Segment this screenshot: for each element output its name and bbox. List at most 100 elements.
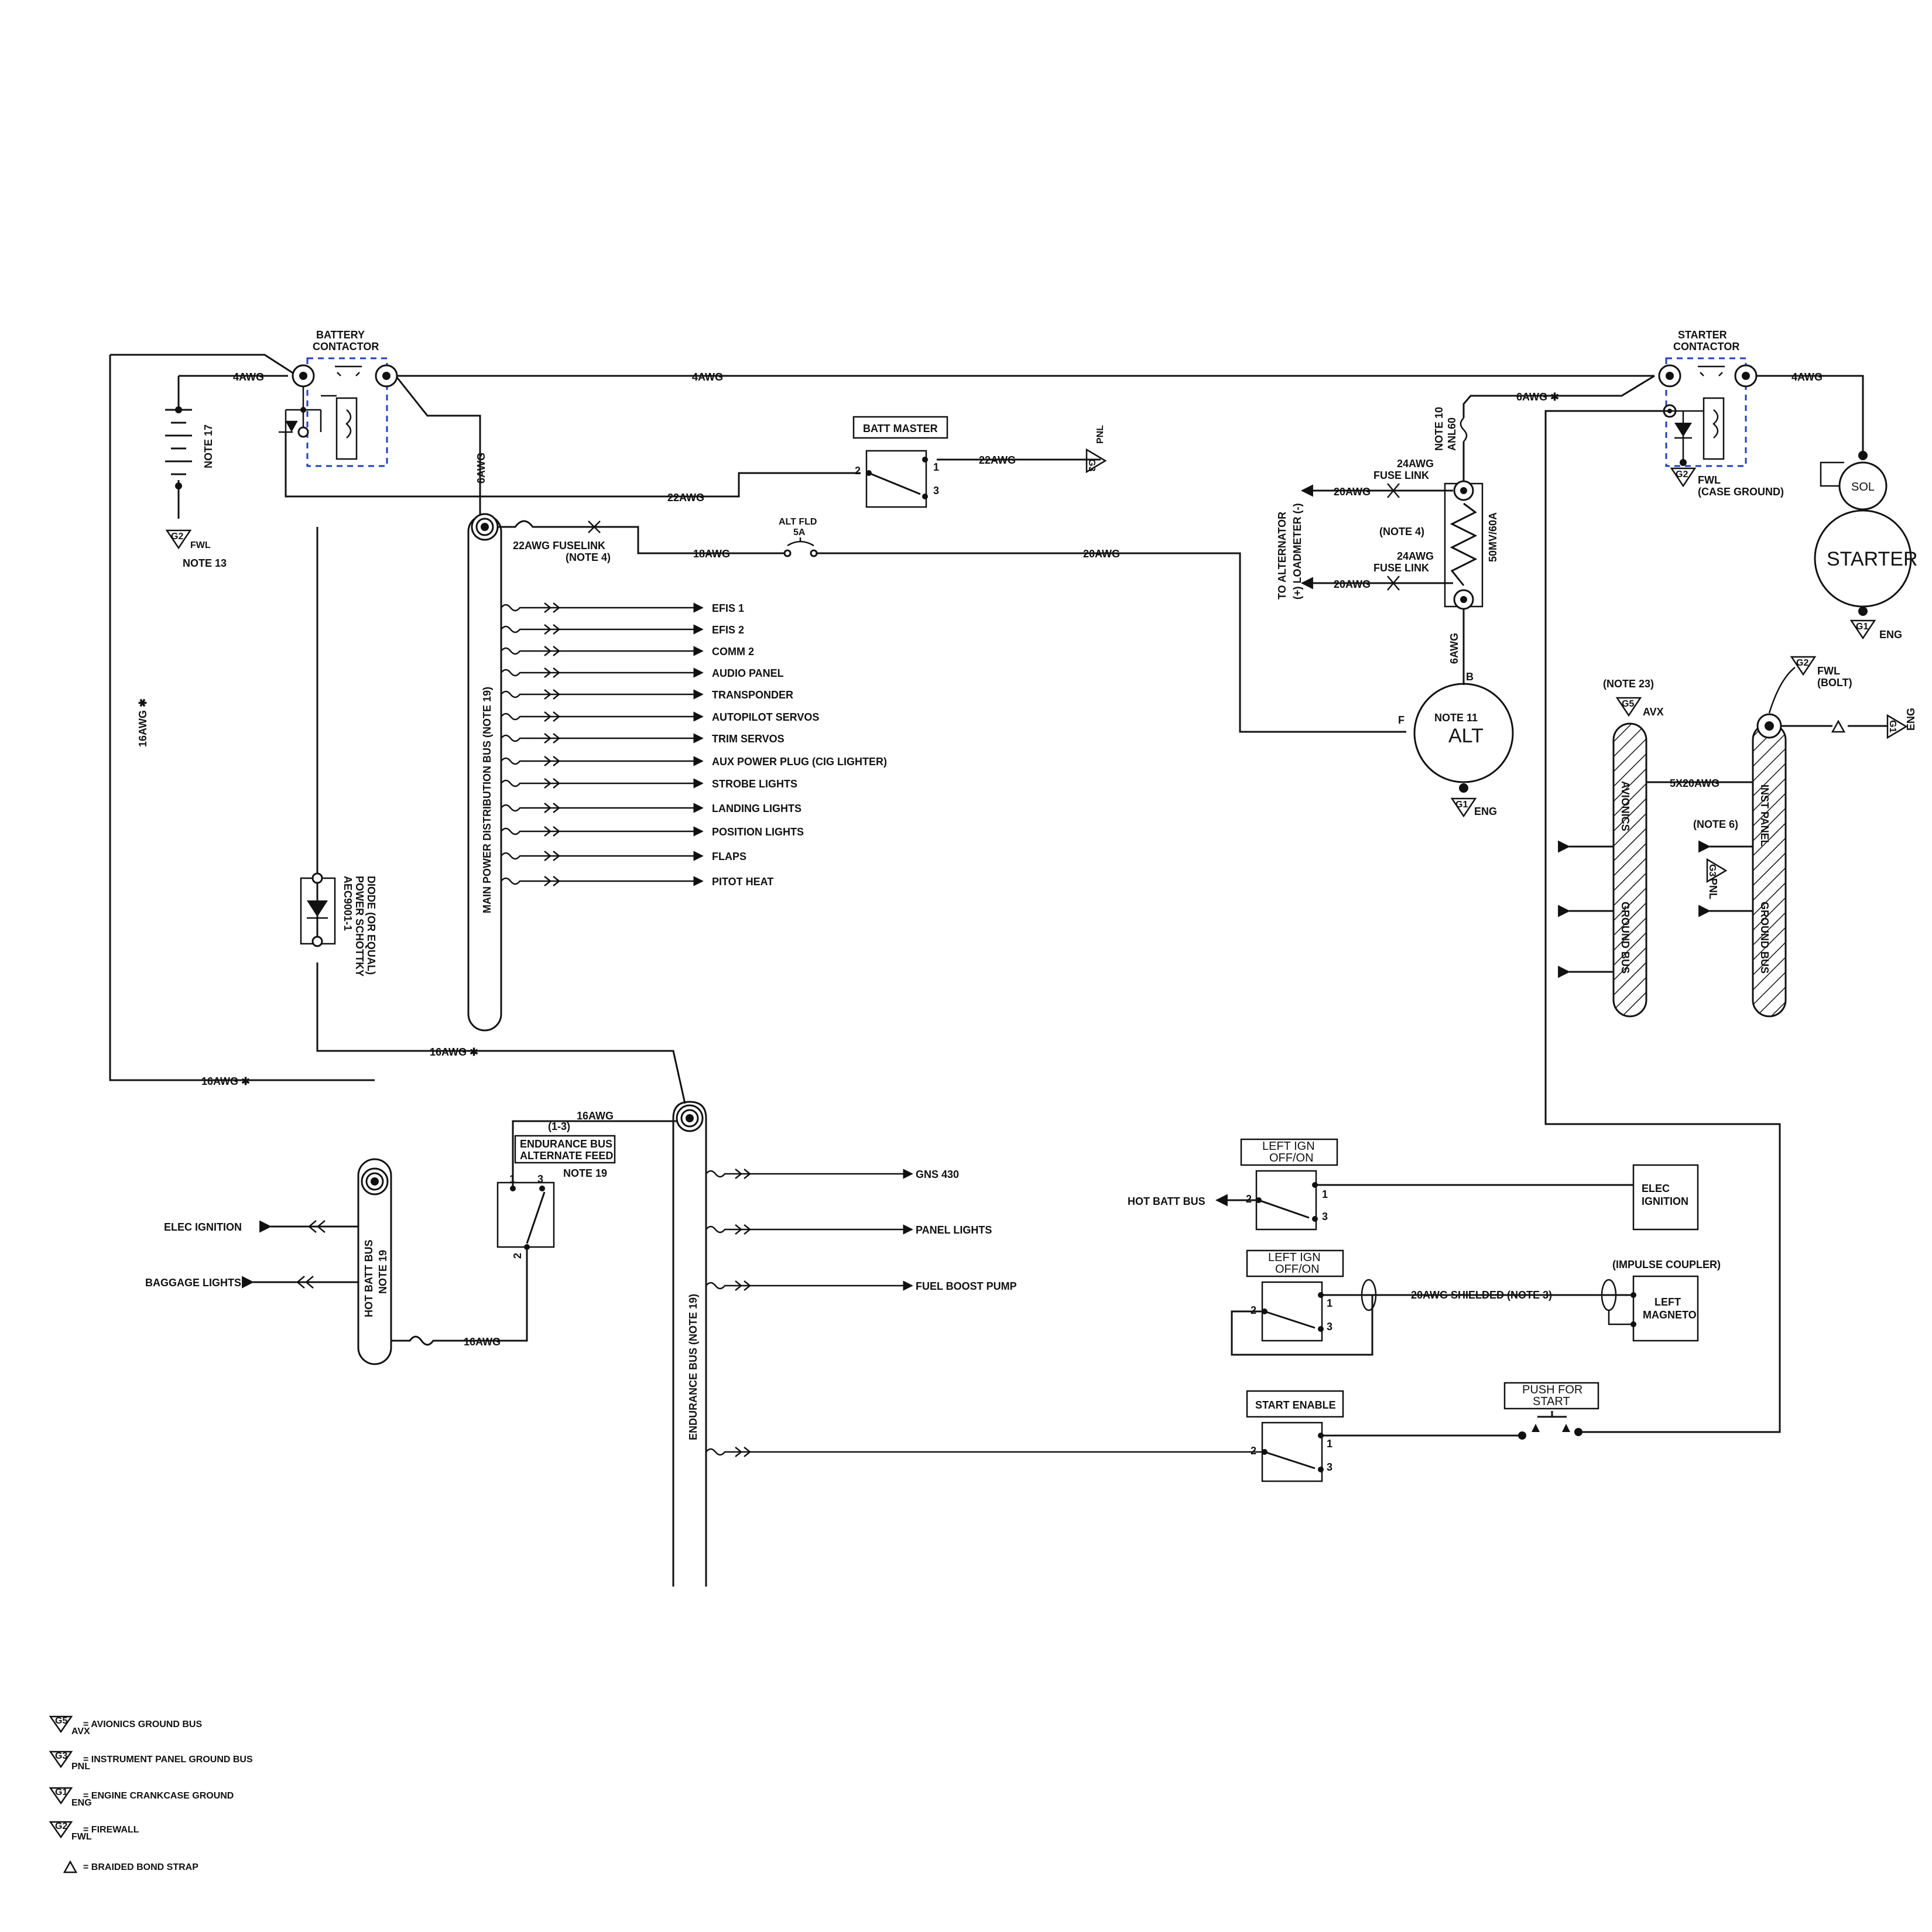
- alt-fld-breaker[interactable]: [783, 537, 818, 557]
- push-start-label-2: START: [1533, 1395, 1570, 1408]
- batt-master-ground-symbol: G3 PNL: [1085, 425, 1107, 474]
- alt-note: NOTE 11: [1434, 712, 1478, 724]
- endurance-load-label-0: GNS 430: [916, 1169, 959, 1180]
- wire-16awg-endur: 16AWG: [577, 1110, 614, 1122]
- elec-ignition-label-2: IGNITION: [1642, 1195, 1688, 1207]
- start-enable-pin-3: 3: [1327, 1461, 1332, 1473]
- legend-tag-3: G2: [55, 1821, 67, 1831]
- magneto-label-2: MAGNETO: [1643, 1309, 1697, 1321]
- main-load-label-10: POSITION LIGHTS: [712, 826, 804, 838]
- hot-batt-bus-note: NOTE 19: [377, 1250, 389, 1294]
- battery-contactor-title-2: CONTACTOR: [313, 341, 379, 352]
- starter-g1-tag: G1: [1856, 622, 1868, 632]
- impulse-coupler: (IMPULSE COUPLER): [1612, 1259, 1721, 1270]
- main-bus-load-6: TRIM SERVOS: [501, 733, 785, 745]
- wire-6awg-alt: 6AWG: [1448, 633, 1460, 664]
- alt-feed-label-2: ALTERNATE FEED: [520, 1150, 613, 1162]
- wire-6awg-star: 6AWG ✱: [1516, 391, 1559, 403]
- endurance-load-0: GNS 430: [705, 1169, 959, 1180]
- alternator: G1 ENG: [1413, 683, 1514, 818]
- batt-master-switch[interactable]: BATT MASTER 2 1 3: [852, 416, 948, 508]
- shunt-note: (NOTE 4): [1379, 526, 1424, 537]
- fwl-bolt-ground: G2: [1768, 656, 1817, 714]
- alt-g1-tag: G1: [1455, 800, 1468, 810]
- loadmeter-label-2: (+) LOADMETER (-): [1292, 503, 1303, 600]
- main-bus-load-7: AUX POWER PLUG (CIG LIGHTER): [501, 756, 887, 768]
- main-load-label-12: PITOT HEAT: [712, 876, 773, 888]
- wire-16awg-vert: 16AWG ✱: [137, 698, 149, 747]
- hot-batt-bus: [357, 1158, 392, 1365]
- start-enable-switch[interactable]: START ENABLE 2 1 3: [1246, 1390, 1344, 1482]
- ign1-label-2: OFF/ON: [1269, 1152, 1314, 1164]
- legend-sub-2: ENG: [71, 1798, 92, 1808]
- wire-20awg-fuse1: 20AWG: [1334, 486, 1371, 498]
- main-bus-load-8: STROBE LIGHTS: [501, 778, 797, 790]
- hot-batt-bus-label: HOT BATT BUS: [363, 1239, 375, 1317]
- batt-master-pin-3: 3: [933, 485, 939, 496]
- starter-g2-tag: G2: [1676, 470, 1688, 479]
- endurance-bus-label: ENDURANCE BUS (NOTE 19): [687, 1294, 699, 1440]
- start-enable-pin-1: 1: [1327, 1438, 1332, 1450]
- batt-master-label: BATT MASTER: [863, 423, 938, 434]
- ign1-pin-3: 3: [1322, 1211, 1328, 1222]
- magneto-label-1: LEFT: [1654, 1296, 1681, 1308]
- ign2-label-1: LEFT IGN: [1268, 1251, 1321, 1264]
- alt-eng-tag: ENG: [1474, 806, 1497, 817]
- main-load-label-4: TRANSPONDER: [712, 689, 793, 701]
- sol-label: SOL: [1851, 481, 1875, 494]
- alt-feed-note: NOTE 19: [563, 1167, 607, 1179]
- legend-text-0: = AVIONICS GROUND BUS: [83, 1719, 202, 1729]
- endurance-load-2: FUEL BOOST PUMP: [705, 1280, 1017, 1292]
- left-magneto-box: [1630, 1275, 1699, 1342]
- g3-tag: G3: [1087, 459, 1097, 471]
- main-bus-load-4: TRANSPONDER: [501, 689, 793, 701]
- wire-4awg-right: 4AWG: [1791, 371, 1823, 383]
- alt-term-f: F: [1398, 714, 1405, 726]
- inst-panel-ground-bus-label: GROUND BUS: [1759, 902, 1770, 974]
- main-load-label-7: AUX POWER PLUG (CIG LIGHTER): [712, 756, 887, 768]
- legend-text-3: = FIREWALL: [83, 1825, 139, 1835]
- battery: [165, 406, 192, 489]
- elec-ignition-box: [1632, 1164, 1699, 1231]
- legend-text-1: = INSTRUMENT PANEL GROUND BUS: [83, 1755, 253, 1765]
- alt-feed-wire: [512, 1120, 679, 1188]
- bolt-g2-tag: G2: [1796, 658, 1808, 668]
- pnl-g3-tag: G3: [1707, 864, 1717, 876]
- battery-ground-symbol: G2 FWL: [165, 529, 211, 550]
- start-enable-label: START ENABLE: [1255, 1399, 1336, 1411]
- fuse-link-2-l2: FUSE LINK: [1373, 562, 1429, 574]
- diode-label-3: DIODE (OR EQUAL): [365, 876, 377, 975]
- push-start-label-1: PUSH FOR: [1522, 1383, 1582, 1396]
- starter-contactor: G2: [1658, 357, 1758, 488]
- avionics-ground-bus-label: GROUND BUS: [1619, 902, 1631, 974]
- alt-fld-rating: 5A: [793, 527, 806, 537]
- avx-g5-tag: G5: [1622, 699, 1634, 709]
- battery-ground-note: NOTE 13: [183, 557, 227, 569]
- wire-22awg-master: 22AWG: [979, 454, 1016, 466]
- starter-fwl-1: FWL: [1698, 474, 1721, 486]
- ign1-pin-1: 1: [1322, 1188, 1328, 1200]
- alternator-wiring: [1460, 375, 1655, 685]
- fuse-link-1-l2: FUSE LINK: [1373, 470, 1429, 481]
- wire-20awg-fld: 20AWG: [1083, 548, 1120, 560]
- diode-label-1: AEC9001-1: [342, 876, 354, 931]
- diode-label-2: POWER SCHOTTKY: [354, 876, 365, 977]
- schottky-diode: [300, 872, 336, 947]
- legend-text-4: = BRAIDED BOND STRAP: [83, 1862, 198, 1872]
- main-load-label-8: STROBE LIGHTS: [712, 778, 797, 790]
- main-bus-load-5: AUTOPILOT SERVOS: [501, 711, 819, 723]
- ign1-pin-2: 2: [1246, 1193, 1252, 1205]
- ground-bus-feeds: [1558, 781, 1753, 978]
- current-shunt: [1444, 480, 1484, 610]
- endurance-alt-feed-switch[interactable]: ENDURANCE BUS ALTERNATE FEED 1 3 2: [496, 1135, 616, 1259]
- fuse-link-1-l1: 24AWG: [1397, 458, 1434, 470]
- wire-4awg-mid: 4AWG: [692, 371, 723, 383]
- ign2-pin-1: 1: [1327, 1297, 1332, 1309]
- main-power-bus: [467, 513, 502, 1032]
- push-for-start-button[interactable]: PUSH FOR START: [1503, 1382, 1599, 1440]
- fuselink-note: (NOTE 4): [566, 551, 611, 563]
- wire-22awg-fuselink: 22AWG FUSELINK: [513, 540, 605, 551]
- starter-label: STARTER: [1827, 548, 1918, 570]
